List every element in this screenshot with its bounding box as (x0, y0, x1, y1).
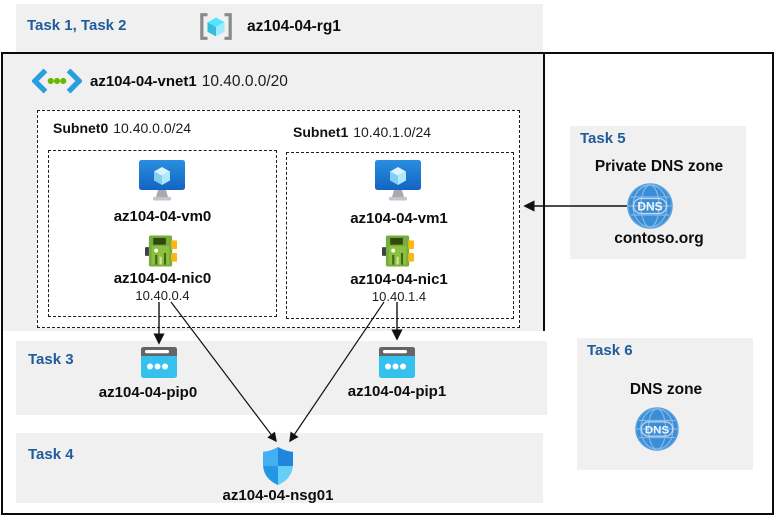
virtual-machine-icon (139, 160, 185, 201)
resource-group-icon (200, 13, 232, 40)
network-interface-icon (382, 235, 415, 267)
network-interface-icon (145, 235, 178, 267)
task-1-2-label: Task 1, Task 2 (27, 17, 127, 34)
public-ip-icon (141, 347, 177, 378)
vnet-cidr: 10.40.0.0/20 (201, 73, 288, 90)
private-dns-zone-title: Private DNS zone (594, 158, 724, 175)
task6-label: Task 6 (587, 342, 633, 359)
nic0-ip: 10.40.0.4 (135, 288, 190, 303)
shield-icon (263, 447, 293, 485)
virtual-machine-icon (375, 160, 421, 201)
nic1-ip: 10.40.1.4 (371, 289, 427, 304)
subnet1-cidr: 10.40.1.0/24 (353, 124, 432, 140)
vnet-name: az104-04-vnet1 (90, 73, 197, 90)
dns-globe-icon: DNS (627, 183, 673, 229)
pip1-label: az104-04-pip1 (347, 383, 447, 400)
task3-strip (16, 341, 547, 415)
nic1-label: az104-04-nic1 (350, 271, 448, 288)
nsg-label: az104-04-nsg01 (222, 487, 334, 504)
pip0-label: az104-04-pip0 (98, 384, 198, 401)
nic0-label: az104-04-nic0 (113, 270, 212, 287)
public-ip-icon (379, 347, 415, 378)
private-dns-zone-name: contoso.org (614, 230, 704, 247)
task5-label: Task 5 (580, 130, 626, 147)
resource-group-name: az104-04-rg1 (247, 18, 341, 35)
dns-globe-icon: DNS (635, 407, 679, 451)
dns-badge-text: DNS (637, 200, 662, 214)
subnet0-cidr: 10.40.0.0/24 (113, 120, 192, 136)
resource-group-strip (16, 4, 543, 52)
task3-label: Task 3 (28, 351, 74, 368)
subnet1-name: Subnet1 (293, 124, 349, 140)
subnet0-name: Subnet0 (53, 120, 109, 136)
task4-label: Task 4 (28, 446, 74, 463)
virtual-network-icon (32, 68, 82, 94)
vm0-label: az104-04-vm0 (113, 208, 212, 225)
vm1-label: az104-04-vm1 (350, 210, 448, 227)
dns-zone-title: DNS zone (629, 381, 703, 398)
dns-badge-text: DNS (645, 424, 670, 436)
